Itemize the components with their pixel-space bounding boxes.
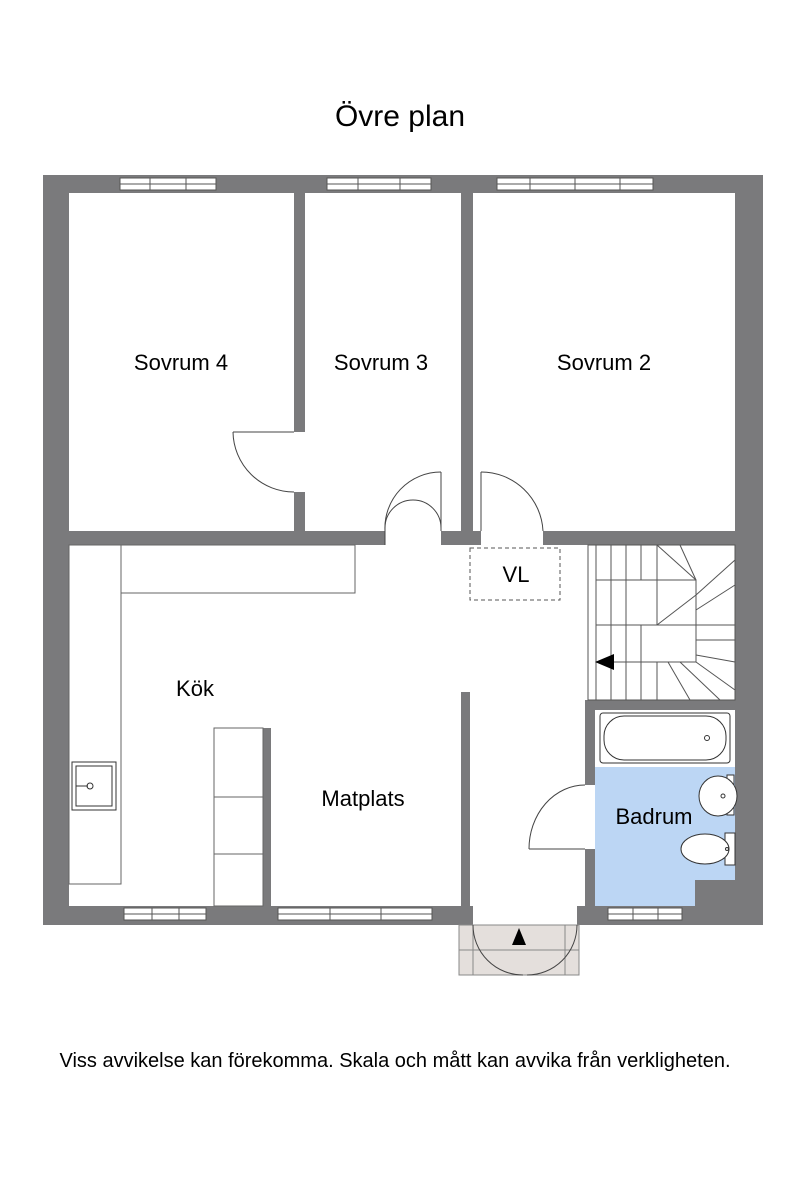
kitchen-sink xyxy=(71,761,117,811)
bathroom-sink xyxy=(698,774,738,817)
kitchen-island xyxy=(213,727,264,907)
toilet xyxy=(680,832,736,866)
vl-closet xyxy=(469,547,561,601)
room-label-sovrum2: Sovrum 2 xyxy=(557,350,651,375)
kitchen-counter xyxy=(68,544,356,885)
staircase xyxy=(587,544,736,701)
plan-title: Övre plan xyxy=(334,100,466,133)
windows-bottom xyxy=(123,907,683,921)
bathroom-notch xyxy=(695,880,735,906)
disclaimer-text: Viss avvikelse kan förekomma. Skala och … xyxy=(59,1050,731,1072)
room-label-vl: VL xyxy=(503,562,530,587)
room-label-sovrum3: Sovrum 3 xyxy=(334,350,428,375)
bathtub xyxy=(599,712,731,764)
windows-top xyxy=(119,177,654,191)
room-label-matplats: Matplats xyxy=(321,786,404,811)
room-label-badrum: Badrum xyxy=(615,804,692,829)
room-label-kok: Kök xyxy=(176,676,215,701)
interior-walls xyxy=(43,175,763,925)
entrance-arrow-icon xyxy=(512,928,526,945)
stair-arrow-icon xyxy=(595,654,614,670)
doors xyxy=(232,431,586,976)
room-label-sovrum4: Sovrum 4 xyxy=(134,350,228,375)
